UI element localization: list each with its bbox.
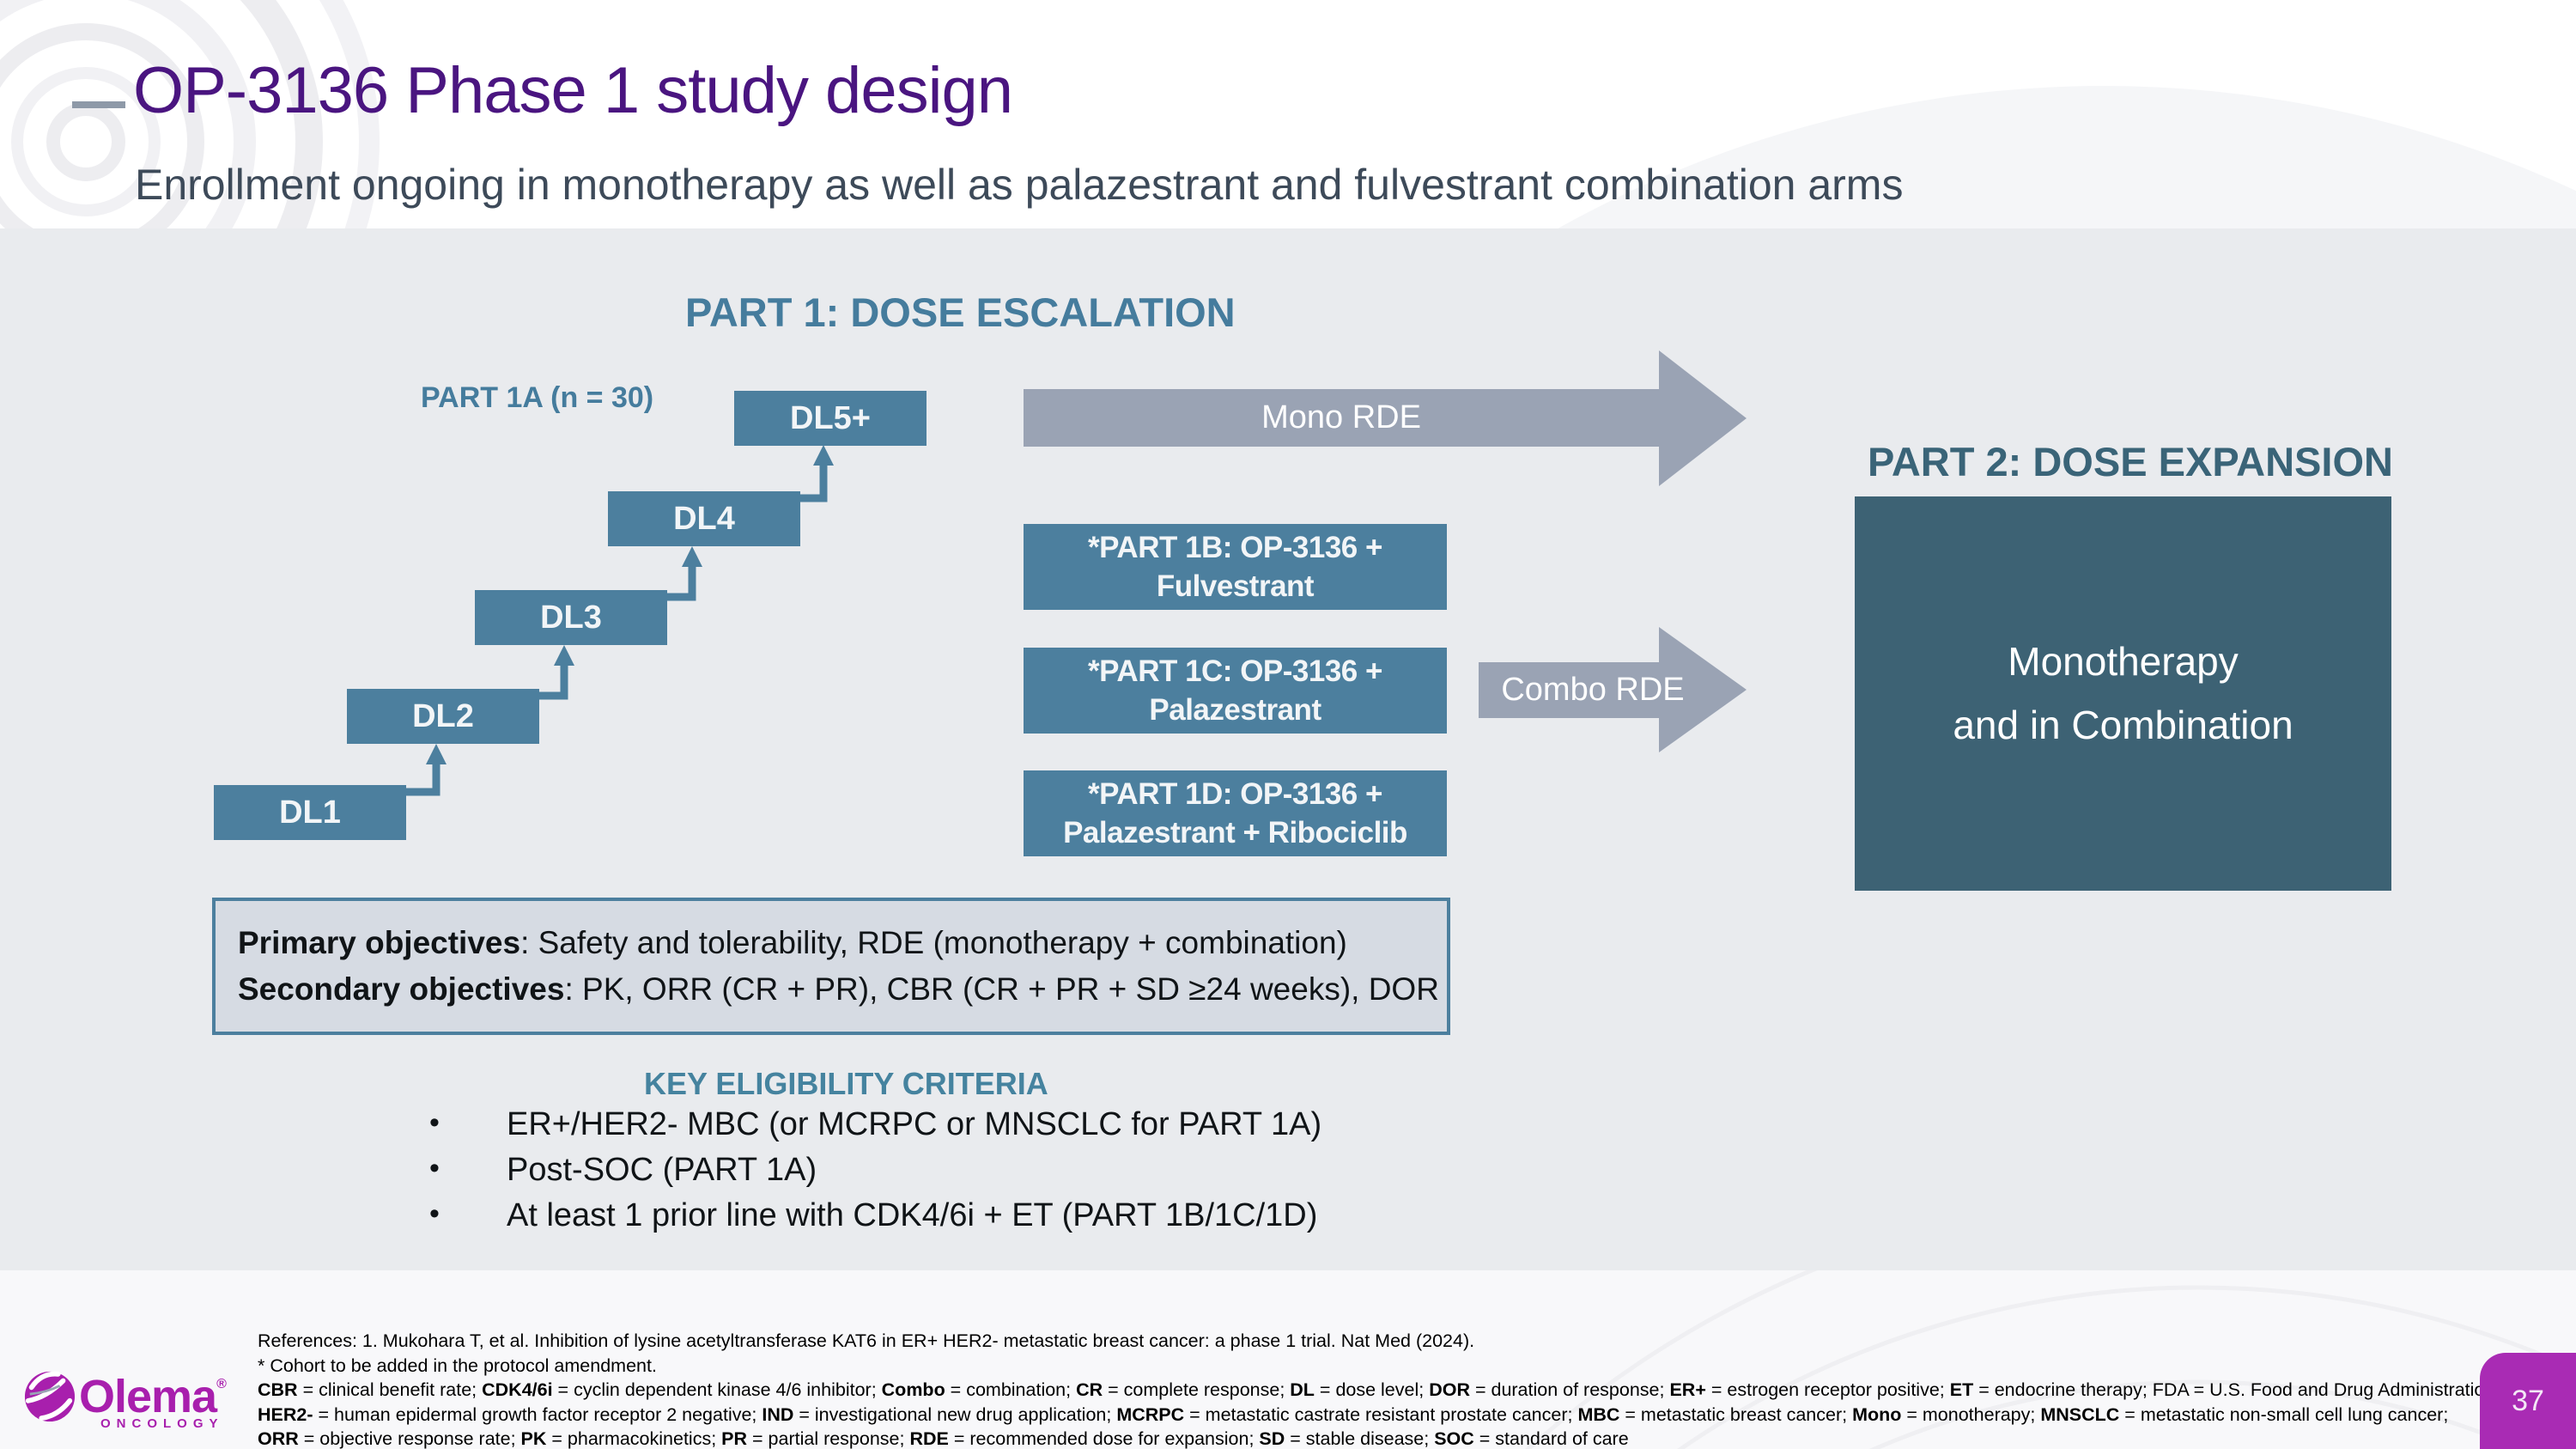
page-title: OP-3136 Phase 1 study design	[133, 54, 1013, 127]
part2-box-line1: Monotherapy	[2008, 638, 2239, 684]
registered-mark: ®	[216, 1377, 227, 1391]
part1a-cohort-label: PART 1A (n = 30)	[421, 381, 654, 414]
abbreviations-line-3: ORR = objective response rate; PK = phar…	[258, 1428, 1629, 1449]
part1d-line2: Palazestrant + Ribociclib	[1063, 816, 1407, 849]
olema-wordmark: Olema®	[79, 1371, 227, 1422]
abbreviations-line-1: CBR = clinical benefit rate; CDK4/6i = c…	[258, 1379, 2500, 1400]
part1-header: PART 1: DOSE ESCALATION	[685, 289, 1236, 335]
eligibility-bullet-3: At least 1 prior line with CDK4/6i + ET …	[429, 1197, 1321, 1234]
dose-level-box-dl3: DL3	[475, 590, 667, 645]
eligibility-list: ER+/HER2- MBC (or MCRPC or MNSCLC for PA…	[429, 1106, 1321, 1243]
primary-objectives-line: Primary objectives: Safety and tolerabil…	[238, 925, 1447, 961]
dose-level-box-dl5: DL5+	[734, 391, 927, 446]
primary-objectives-label: Primary objectives	[238, 925, 521, 960]
page-number: 37	[2512, 1384, 2544, 1417]
dose-level-box-dl4: DL4	[608, 491, 800, 546]
eligibility-header: KEY ELIGIBILITY CRITERIA	[644, 1066, 1048, 1101]
secondary-objectives-line: Secondary objectives: PK, ORR (CR + PR),…	[238, 971, 1447, 1008]
references-line: References: 1. Mukohara T, et al. Inhibi…	[258, 1330, 1475, 1351]
combo-rde-arrowhead-icon	[1659, 627, 1747, 752]
dose-level-box-dl1: DL1	[214, 785, 406, 840]
part2-expansion-box: Monotherapy and in Combination	[1855, 496, 2391, 891]
secondary-objectives-text: : PK, ORR (CR + PR), CBR (CR + PR + SD ≥…	[564, 971, 1439, 1007]
part1b-line2: Fulvestrant	[1156, 569, 1315, 603]
mono-rde-arrowhead-icon	[1659, 350, 1747, 486]
secondary-objectives-label: Secondary objectives	[238, 971, 565, 1007]
page-subtitle: Enrollment ongoing in monotherapy as wel…	[135, 161, 1904, 209]
eligibility-bullet-2: Post-SOC (PART 1A)	[429, 1152, 1321, 1189]
abbreviations-line-2: HER2- = human epidermal growth factor re…	[258, 1403, 2449, 1425]
part2-header: PART 2: DOSE EXPANSION	[1868, 439, 2393, 484]
cohort-note-line: * Cohort to be added in the protocol ame…	[258, 1355, 657, 1376]
part1b-line1: *PART 1B: OP-3136 +	[1088, 530, 1382, 564]
olema-oncology-text: ONCOLOGY	[100, 1416, 224, 1431]
objectives-box: Primary objectives: Safety and tolerabil…	[212, 898, 1450, 1035]
combo-rde-label: Combo RDE	[1501, 672, 1685, 708]
mono-rde-label: Mono RDE	[1261, 399, 1421, 435]
mono-rde-arrow: Mono RDE	[1024, 389, 1659, 447]
part1d-box: *PART 1D: OP-3136 + Palazestrant + Riboc…	[1024, 770, 1447, 856]
part1c-line1: *PART 1C: OP-3136 +	[1088, 654, 1382, 688]
olema-logo-icon	[24, 1371, 76, 1422]
footer-references-block: References: 1. Mukohara T, et al. Inhibi…	[258, 1329, 2500, 1449]
eligibility-bullet-1: ER+/HER2- MBC (or MCRPC or MNSCLC for PA…	[429, 1106, 1321, 1143]
part2-box-line2: and in Combination	[1953, 702, 2293, 747]
combo-rde-arrow	[1479, 662, 1659, 718]
olema-logo: Olema® ONCOLOGY	[23, 1368, 227, 1431]
part1b-box: *PART 1B: OP-3136 + Fulvestrant	[1024, 524, 1447, 610]
primary-objectives-text: : Safety and tolerability, RDE (monother…	[520, 925, 1347, 960]
page-number-badge: 37	[2480, 1353, 2576, 1449]
part1c-line2: Palazestrant	[1149, 693, 1321, 727]
header-band: OP-3136 Phase 1 study design Enrollment …	[0, 0, 2576, 228]
dose-level-box-dl2: DL2	[347, 689, 539, 744]
part1d-line1: *PART 1D: OP-3136 +	[1088, 776, 1382, 811]
title-dash	[72, 101, 125, 108]
part1c-box: *PART 1C: OP-3136 + Palazestrant	[1024, 648, 1447, 734]
